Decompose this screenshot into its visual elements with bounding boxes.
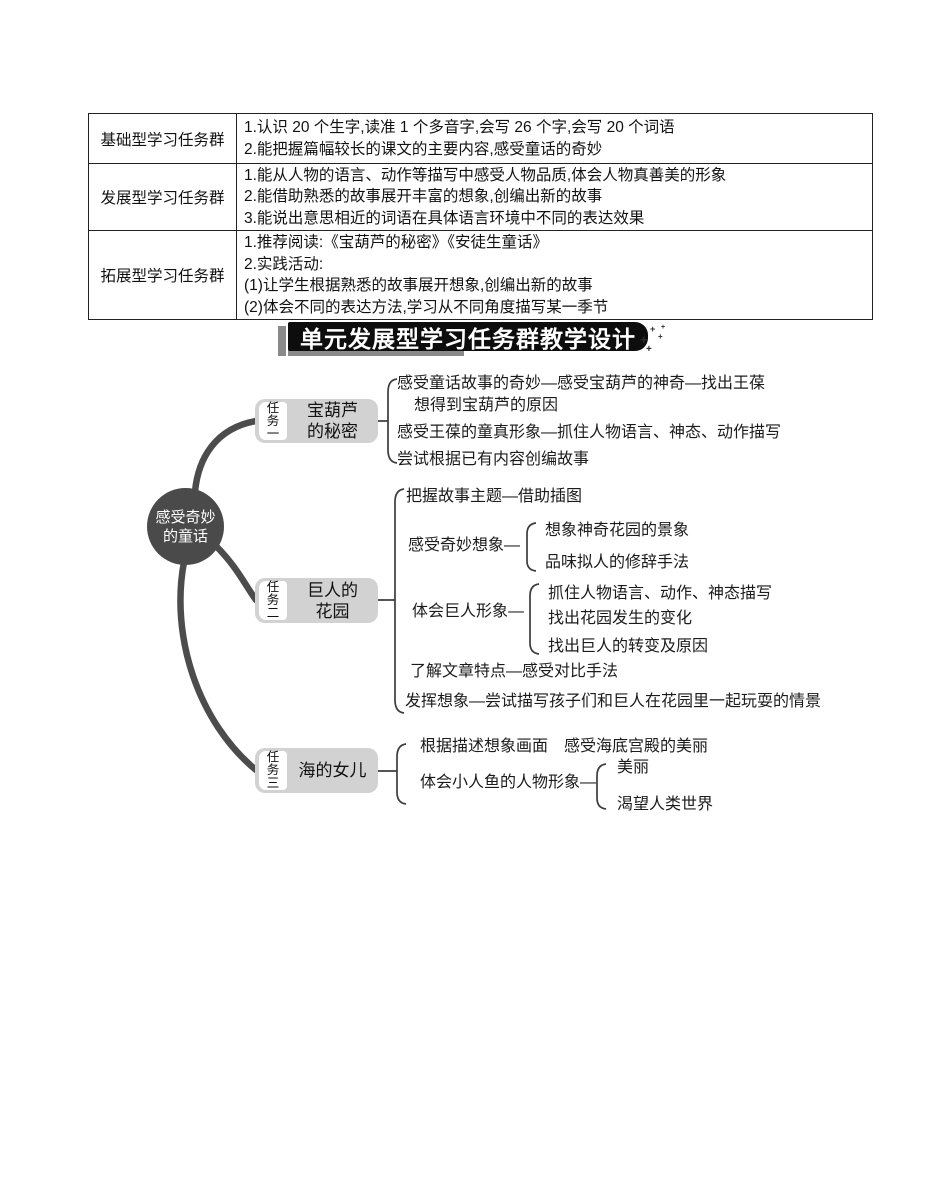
content-line: 2.能把握篇幅较长的课文的主要内容,感受童话的奇妙	[244, 140, 603, 158]
section-title-banner: 单元发展型学习任务群教学设计	[288, 322, 648, 352]
task2-node: 任务二 巨人的 花园	[255, 578, 378, 623]
sparkle-icon: +	[640, 332, 648, 347]
row-content: 1.认识 20 个生字,读准 1 个多音字,会写 26 个字,会写 20 个词语…	[237, 114, 872, 163]
task2-branch-text: 把握故事主题—借助插图	[406, 488, 583, 505]
table-row: 基础型学习任务群 1.认识 20 个生字,读准 1 个多音字,会写 26 个字,…	[89, 114, 872, 163]
sparkle-icon: +	[661, 324, 666, 331]
task3-subbranch-text: 美丽	[617, 759, 650, 776]
task1-tag: 任务一	[259, 400, 287, 441]
row-content: 1.推荐阅读:《宝葫芦的秘密》《安徒生童话》 2.实践活动: (1)让学生根据熟…	[237, 231, 872, 319]
task-tag-label: 任务一	[266, 400, 280, 441]
task2-title: 巨人的 花园	[287, 578, 378, 623]
task-title-line: 的秘密	[307, 422, 358, 441]
task2-subbranch-text: 想象神奇花园的景象	[545, 522, 690, 539]
task2-branch-text: 了解文章特点—感受对比手法	[410, 663, 619, 680]
task-title-line: 巨人的	[307, 580, 358, 600]
sparkle-icon: +	[658, 332, 663, 341]
central-topic-node: 感受奇妙 的童话	[147, 488, 224, 565]
central-topic-line: 的童话	[162, 527, 208, 545]
task1-branch-text: 尝试根据已有内容创编故事	[397, 451, 590, 468]
task-title-line: 宝葫芦	[307, 401, 358, 420]
task2-subbranch-text: 品味拟人的修辞手法	[545, 554, 690, 571]
row-content: 1.能从人物的语言、动作等描写中感受人物品质,体会人物真善美的形象 2.能借助熟…	[237, 164, 872, 230]
task-title-line: 海的女儿	[298, 761, 367, 780]
task2-branch-text: 体会巨人形象—	[412, 603, 525, 620]
task2-branch-text: 发挥想象—尝试描写孩子们和巨人在花园里一起玩耍的情景	[405, 693, 822, 710]
central-topic-line: 感受奇妙	[155, 508, 216, 526]
task3-branch-text: 根据描述想象画面 感受海底宫殿的美丽	[420, 738, 709, 755]
content-line: 1.认识 20 个生字,读准 1 个多音字,会写 26 个字,会写 20 个词语	[244, 119, 675, 136]
row-label: 基础型学习任务群	[89, 114, 237, 163]
task3-subbranch-text: 渴望人类世界	[617, 796, 714, 813]
task2-subbranch-text: 抓住人物语言、动作、神态描写	[548, 585, 773, 602]
task3-tag: 任务三	[259, 751, 287, 790]
banner-shadow-bottom	[288, 350, 464, 356]
learning-task-table: 基础型学习任务群 1.认识 20 个生字,读准 1 个多音字,会写 26 个字,…	[88, 113, 873, 320]
content-line: 1.能从人物的语言、动作等描写中感受人物品质,体会人物真善美的形象	[244, 166, 727, 184]
center-branch-curves	[177, 417, 260, 774]
content-line: 1.推荐阅读:《宝葫芦的秘密》《安徒生童话》	[244, 234, 548, 251]
row-label: 拓展型学习任务群	[89, 231, 237, 319]
banner-shadow-left	[278, 326, 286, 356]
task1-branch-text: 感受童话故事的奇妙—感受宝葫芦的神奇—找出王葆	[397, 375, 766, 392]
content-line: (1)让学生根据熟悉的故事展开想象,创编出新的故事	[244, 277, 593, 294]
task2-subbranch-text: 找出花园发生的变化	[548, 610, 693, 627]
table-row: 拓展型学习任务群 1.推荐阅读:《宝葫芦的秘密》《安徒生童话》 2.实践活动: …	[89, 230, 872, 319]
task3-title: 海的女儿	[287, 748, 378, 793]
task1-branch-text: 感受王葆的童真形象—抓住人物语言、神态、动作描写	[397, 424, 782, 441]
task-tag-label: 任务二	[266, 580, 280, 620]
content-line: 3.能说出意思相近的词语在具体语言环境中不同的表达效果	[244, 209, 645, 227]
task-tag-label: 任务三	[266, 750, 280, 790]
task2-tag: 任务二	[259, 581, 287, 620]
sparkle-icon: +	[650, 324, 656, 334]
sparkle-icon: +	[646, 344, 652, 355]
task-title-line: 花园	[315, 601, 350, 621]
branch-braces	[378, 378, 607, 810]
task1-title: 宝葫芦 的秘密	[287, 399, 378, 443]
task2-branch-text: 感受奇妙想象—	[408, 537, 521, 554]
row-label: 发展型学习任务群	[89, 164, 237, 230]
task3-branch-text: 体会小人鱼的人物形象—	[420, 774, 597, 791]
content-line: (2)体会不同的表达方法,学习从不同角度描写某一季节	[244, 298, 609, 316]
content-line: 2.能借助熟悉的故事展开丰富的想象,创编出新的故事	[244, 188, 603, 206]
task2-subbranch-text: 找出巨人的转变及原因	[548, 638, 709, 655]
content-line: 2.实践活动:	[244, 255, 324, 273]
task1-branch-text: 想得到宝葫芦的原因	[414, 397, 559, 414]
table-row: 发展型学习任务群 1.能从人物的语言、动作等描写中感受人物品质,体会人物真善美的…	[89, 163, 872, 230]
task3-node: 任务三 海的女儿	[255, 748, 378, 793]
task1-node: 任务一 宝葫芦 的秘密	[255, 399, 378, 443]
